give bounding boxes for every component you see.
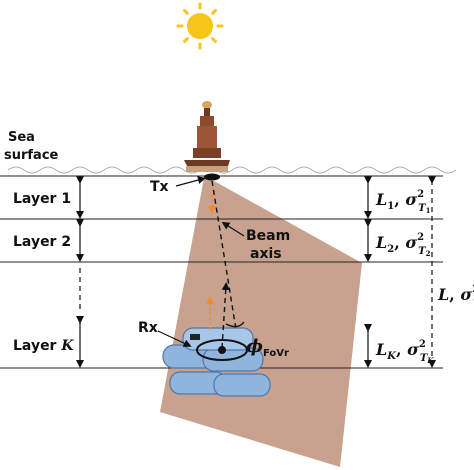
- fov-arc: [225, 321, 245, 328]
- fov-label: ϕFoVr: [246, 336, 289, 359]
- layerk-label: Layer K: [13, 338, 74, 354]
- tx-label: Tx: [150, 179, 169, 195]
- beam-axis-line: [211, 180, 239, 343]
- layer1-label: Layer 1: [13, 191, 71, 207]
- buoy-transmitter-icon: [184, 101, 230, 181]
- layer2-label: Layer 2: [13, 234, 71, 250]
- beam-axis-pointer: [221, 221, 245, 237]
- optical-beam: [160, 178, 362, 467]
- sea-surface-wave: [7, 166, 457, 174]
- rov-receiver-icon: [162, 327, 271, 397]
- tx-arrow: [175, 176, 206, 187]
- rx-arrow: [157, 330, 192, 347]
- beam-axis-label-line2: axis: [250, 246, 282, 262]
- sun-icon: [176, 2, 224, 50]
- beam-axis-label-line1: Beam: [246, 228, 290, 244]
- rx-label: Rx: [138, 320, 158, 336]
- total-depth-params: L, σ2T: [437, 284, 474, 309]
- rx-normal-line: [221, 282, 230, 349]
- sea-surface-label-line1: Sea: [8, 130, 35, 145]
- sea-surface-label-line2: surface: [4, 148, 59, 163]
